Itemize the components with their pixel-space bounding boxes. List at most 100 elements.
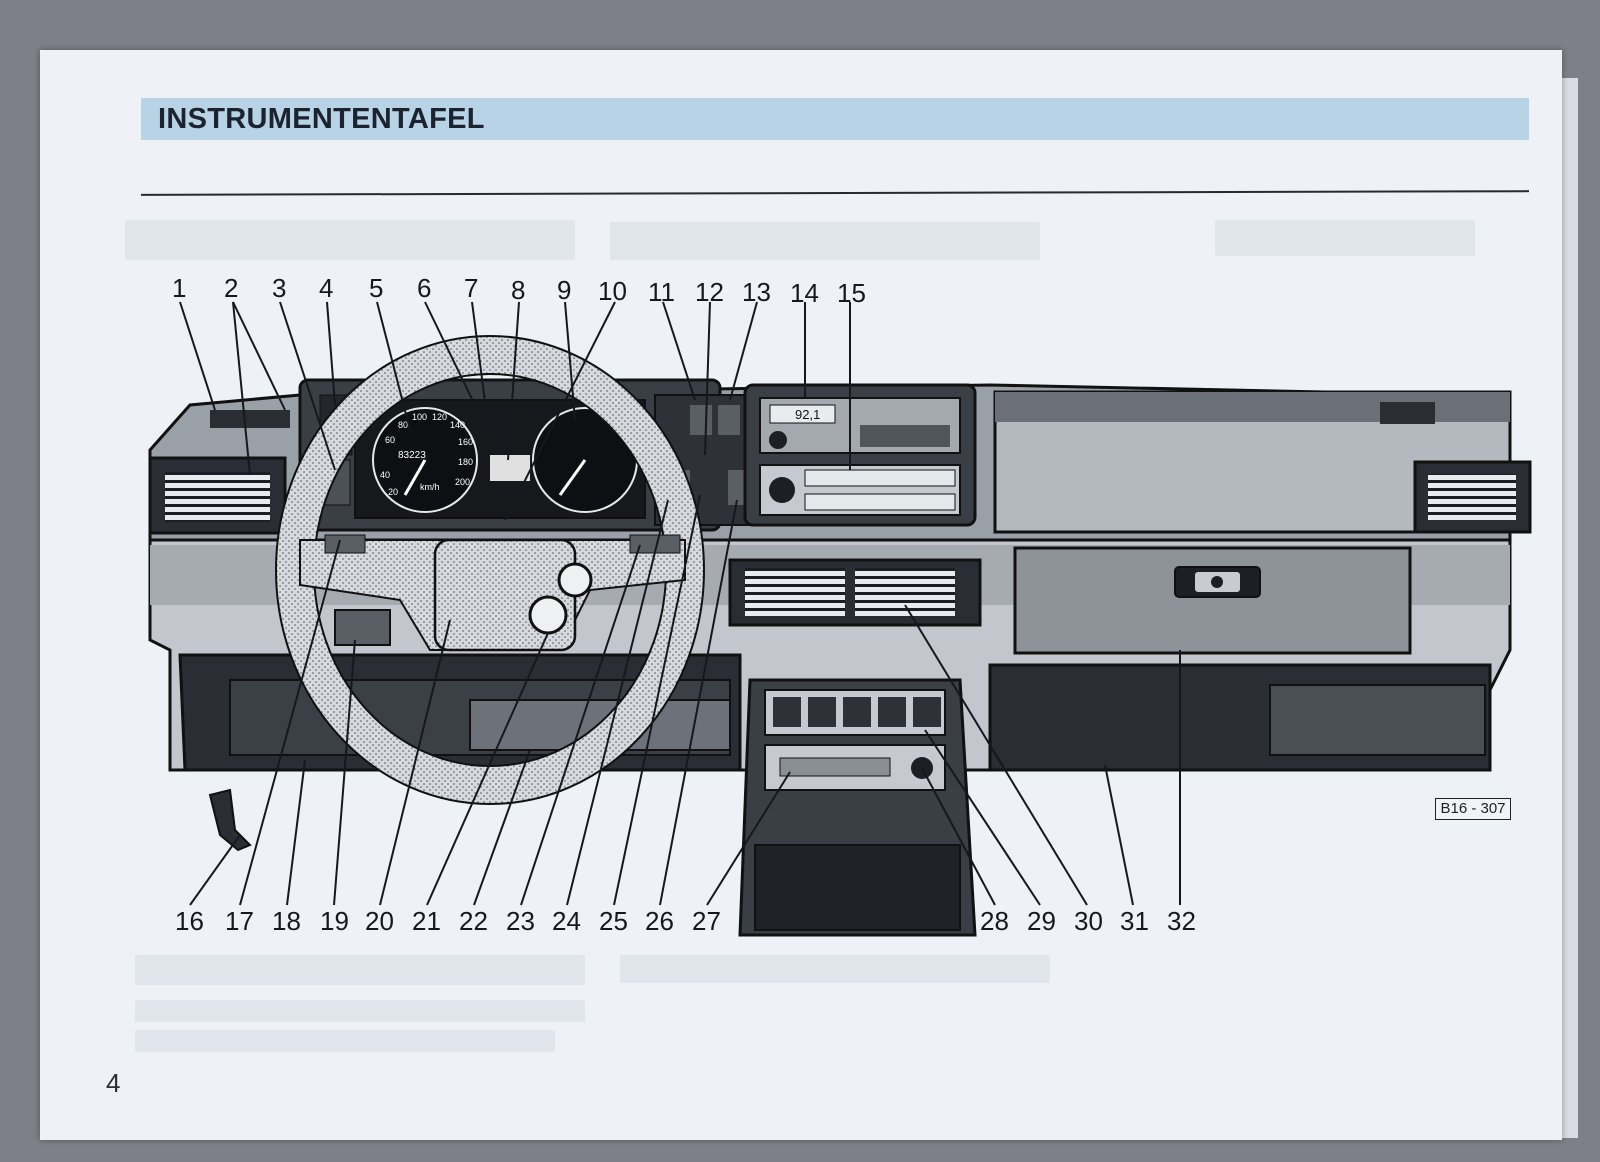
console-switch: [843, 697, 871, 727]
callout: 5: [369, 273, 383, 303]
switch-13: [718, 405, 740, 435]
show-through-text: [620, 955, 1050, 983]
callout: 20: [365, 906, 394, 936]
horn-pad: [334, 609, 391, 646]
callout: 32: [1167, 906, 1196, 936]
console-switch: [878, 697, 906, 727]
heater-knob: [769, 477, 795, 503]
figure-code: B16 - 307: [1435, 798, 1511, 820]
callout: 29: [1027, 906, 1056, 936]
page-number: 4: [106, 1068, 121, 1098]
cassette-slot: [779, 757, 891, 777]
gauge-label: 120: [432, 412, 447, 422]
callout: 15: [837, 278, 866, 308]
right-vent-louvers: [1428, 474, 1516, 520]
leader-22: [473, 749, 531, 906]
gauge-label: 160: [458, 437, 473, 447]
vw-logo-badge: [557, 562, 593, 598]
leader-30: [904, 604, 1088, 906]
indicator-stalk: [324, 534, 366, 554]
leader-2a: [232, 301, 286, 411]
leader-19: [333, 639, 356, 906]
gauge-label: 200: [455, 477, 470, 487]
leader-23: [520, 544, 641, 906]
callout: 2: [224, 273, 238, 303]
leader-6: [424, 301, 488, 431]
odometer: 83223: [398, 450, 426, 461]
odometer-window: [490, 455, 530, 481]
callout: 17: [225, 906, 254, 936]
callout: 23: [506, 906, 535, 936]
show-through-text: [135, 1030, 555, 1052]
callouts-bottom: 16 17 18 19 20 21 22 23 24 25 26 27 28 2…: [175, 906, 1196, 936]
glovebox: [1013, 546, 1412, 655]
leader-18: [286, 759, 306, 906]
callout: 18: [272, 906, 301, 936]
left-side-vent: [210, 410, 290, 428]
callout: 27: [692, 906, 721, 936]
callout: 25: [599, 906, 628, 936]
gauge-label: 40: [380, 470, 390, 480]
show-through-text: [610, 222, 1040, 260]
callout: 11: [648, 277, 675, 307]
leader-12: [704, 301, 711, 456]
callout: 22: [459, 906, 488, 936]
leader-3: [279, 301, 336, 471]
show-through-text: [1215, 220, 1475, 256]
glovebox-lock-key: [1211, 576, 1223, 588]
gauge-label: 100: [412, 412, 427, 422]
leader-24: [566, 499, 669, 906]
speed-unit: km/h: [420, 482, 440, 492]
heater-slider-bottom: [804, 493, 956, 511]
callout: 1: [172, 273, 186, 303]
gauge-label: 80: [398, 420, 408, 430]
steering-wheel-outer-edge: [275, 335, 705, 805]
callout: 10: [598, 276, 627, 306]
leader-21: [426, 632, 549, 906]
callout: 3: [272, 273, 286, 303]
callout: 26: [645, 906, 674, 936]
callout: 21: [412, 906, 441, 936]
leader-lines-bottom: [189, 494, 1181, 906]
callout: 31: [1120, 906, 1149, 936]
callout: 19: [320, 906, 349, 936]
callout: 7: [464, 273, 478, 303]
callout: 24: [552, 906, 581, 936]
right-side-vent: [1380, 402, 1435, 424]
leader-28: [921, 767, 996, 906]
speedometer-needle: [403, 459, 427, 496]
show-through-text: [135, 1000, 585, 1022]
right-storage: [1269, 684, 1486, 756]
gauge-labels: 60 80 100 120 140 160 180 200 40 20: [380, 412, 473, 497]
leader-4: [326, 301, 336, 406]
vw-logo: [528, 595, 568, 635]
center-vent-right: [855, 568, 955, 616]
callout: 8: [511, 275, 525, 305]
leader-11: [662, 301, 696, 401]
heater-slider-top: [804, 469, 956, 487]
callout: 13: [742, 277, 771, 307]
section-title: INSTRUMENTENTAFEL: [158, 103, 485, 135]
callout: 28: [980, 906, 1009, 936]
console-switch: [913, 697, 941, 727]
callout: 16: [175, 906, 204, 936]
leader-lines: [179, 301, 851, 521]
radio-knob: [769, 431, 787, 449]
radio-display: [769, 404, 836, 424]
leader-26: [659, 499, 738, 906]
leader-16: [189, 834, 241, 906]
gauge-label: 180: [458, 457, 473, 467]
callout: 9: [557, 275, 571, 305]
leader-31: [1104, 764, 1134, 906]
switch-26: [728, 470, 746, 505]
console-switch: [773, 697, 801, 727]
left-vent-louvers: [165, 472, 270, 522]
tachometer-needle: [558, 459, 587, 496]
gauge-label: 140: [450, 420, 465, 430]
radio-display-text: 92,1: [795, 407, 820, 422]
center-vent-left: [745, 568, 845, 616]
console-lower-box: [754, 844, 961, 931]
leader-7: [471, 301, 491, 441]
leader-9: [564, 301, 576, 421]
callout: 12: [695, 277, 724, 307]
